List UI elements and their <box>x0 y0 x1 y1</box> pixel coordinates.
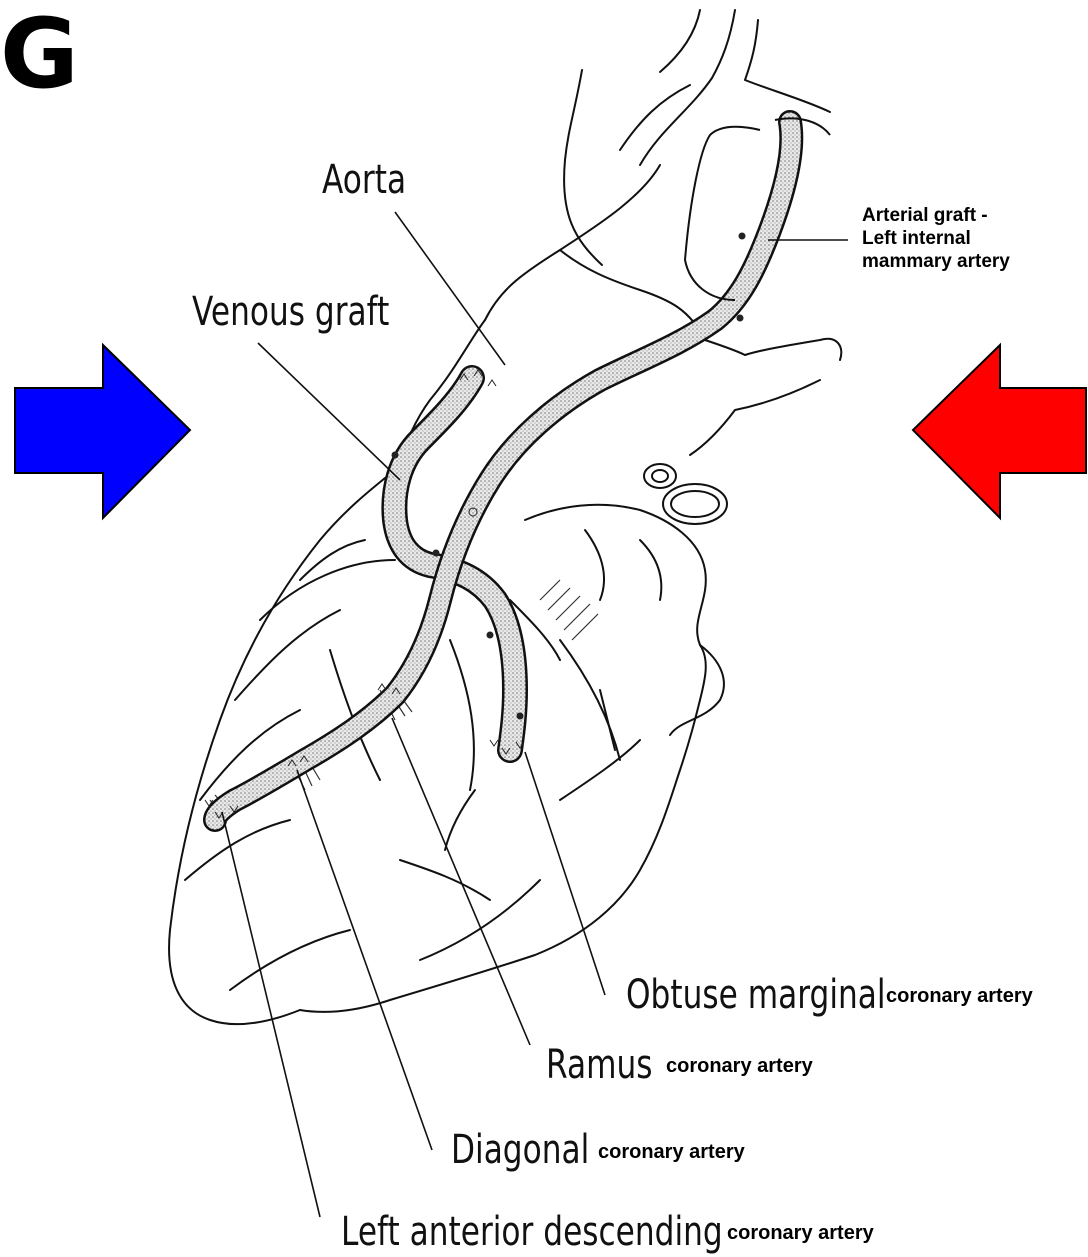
label-arterial-graft: Arterial graft - Left internal mammary a… <box>862 204 1010 273</box>
label-venous-graft: Venous graft <box>192 292 389 332</box>
label-obtuse-marginal-suffix: coronary artery <box>886 985 1033 1008</box>
blue-right-arrow-icon <box>15 345 190 518</box>
label-lad: Left anterior descending <box>341 1212 723 1252</box>
label-ramus-suffix: coronary artery <box>666 1055 813 1078</box>
red-left-arrow-icon <box>913 345 1086 518</box>
lad-leader <box>222 812 320 1217</box>
label-diagonal-suffix: coronary artery <box>598 1141 745 1164</box>
label-lad-suffix: coronary artery <box>727 1222 874 1245</box>
obtuse-marginal-leader <box>525 752 605 995</box>
arterial-graft-line2: Left internal <box>862 227 1010 250</box>
arterial-graft-line1: Arterial graft - <box>862 204 1010 227</box>
label-obtuse-marginal: Obtuse marginal <box>626 975 886 1015</box>
label-diagonal: Diagonal <box>451 1130 589 1170</box>
arterial-graft-line3: mammary artery <box>862 250 1010 273</box>
label-aorta: Aorta <box>322 160 406 200</box>
diagonal-leader <box>297 770 432 1150</box>
venous-graft-leader <box>258 343 400 480</box>
aorta-leader <box>395 212 505 365</box>
ramus-leader <box>392 718 530 1045</box>
label-ramus: Ramus <box>546 1045 653 1085</box>
heart-outline <box>169 10 841 1024</box>
